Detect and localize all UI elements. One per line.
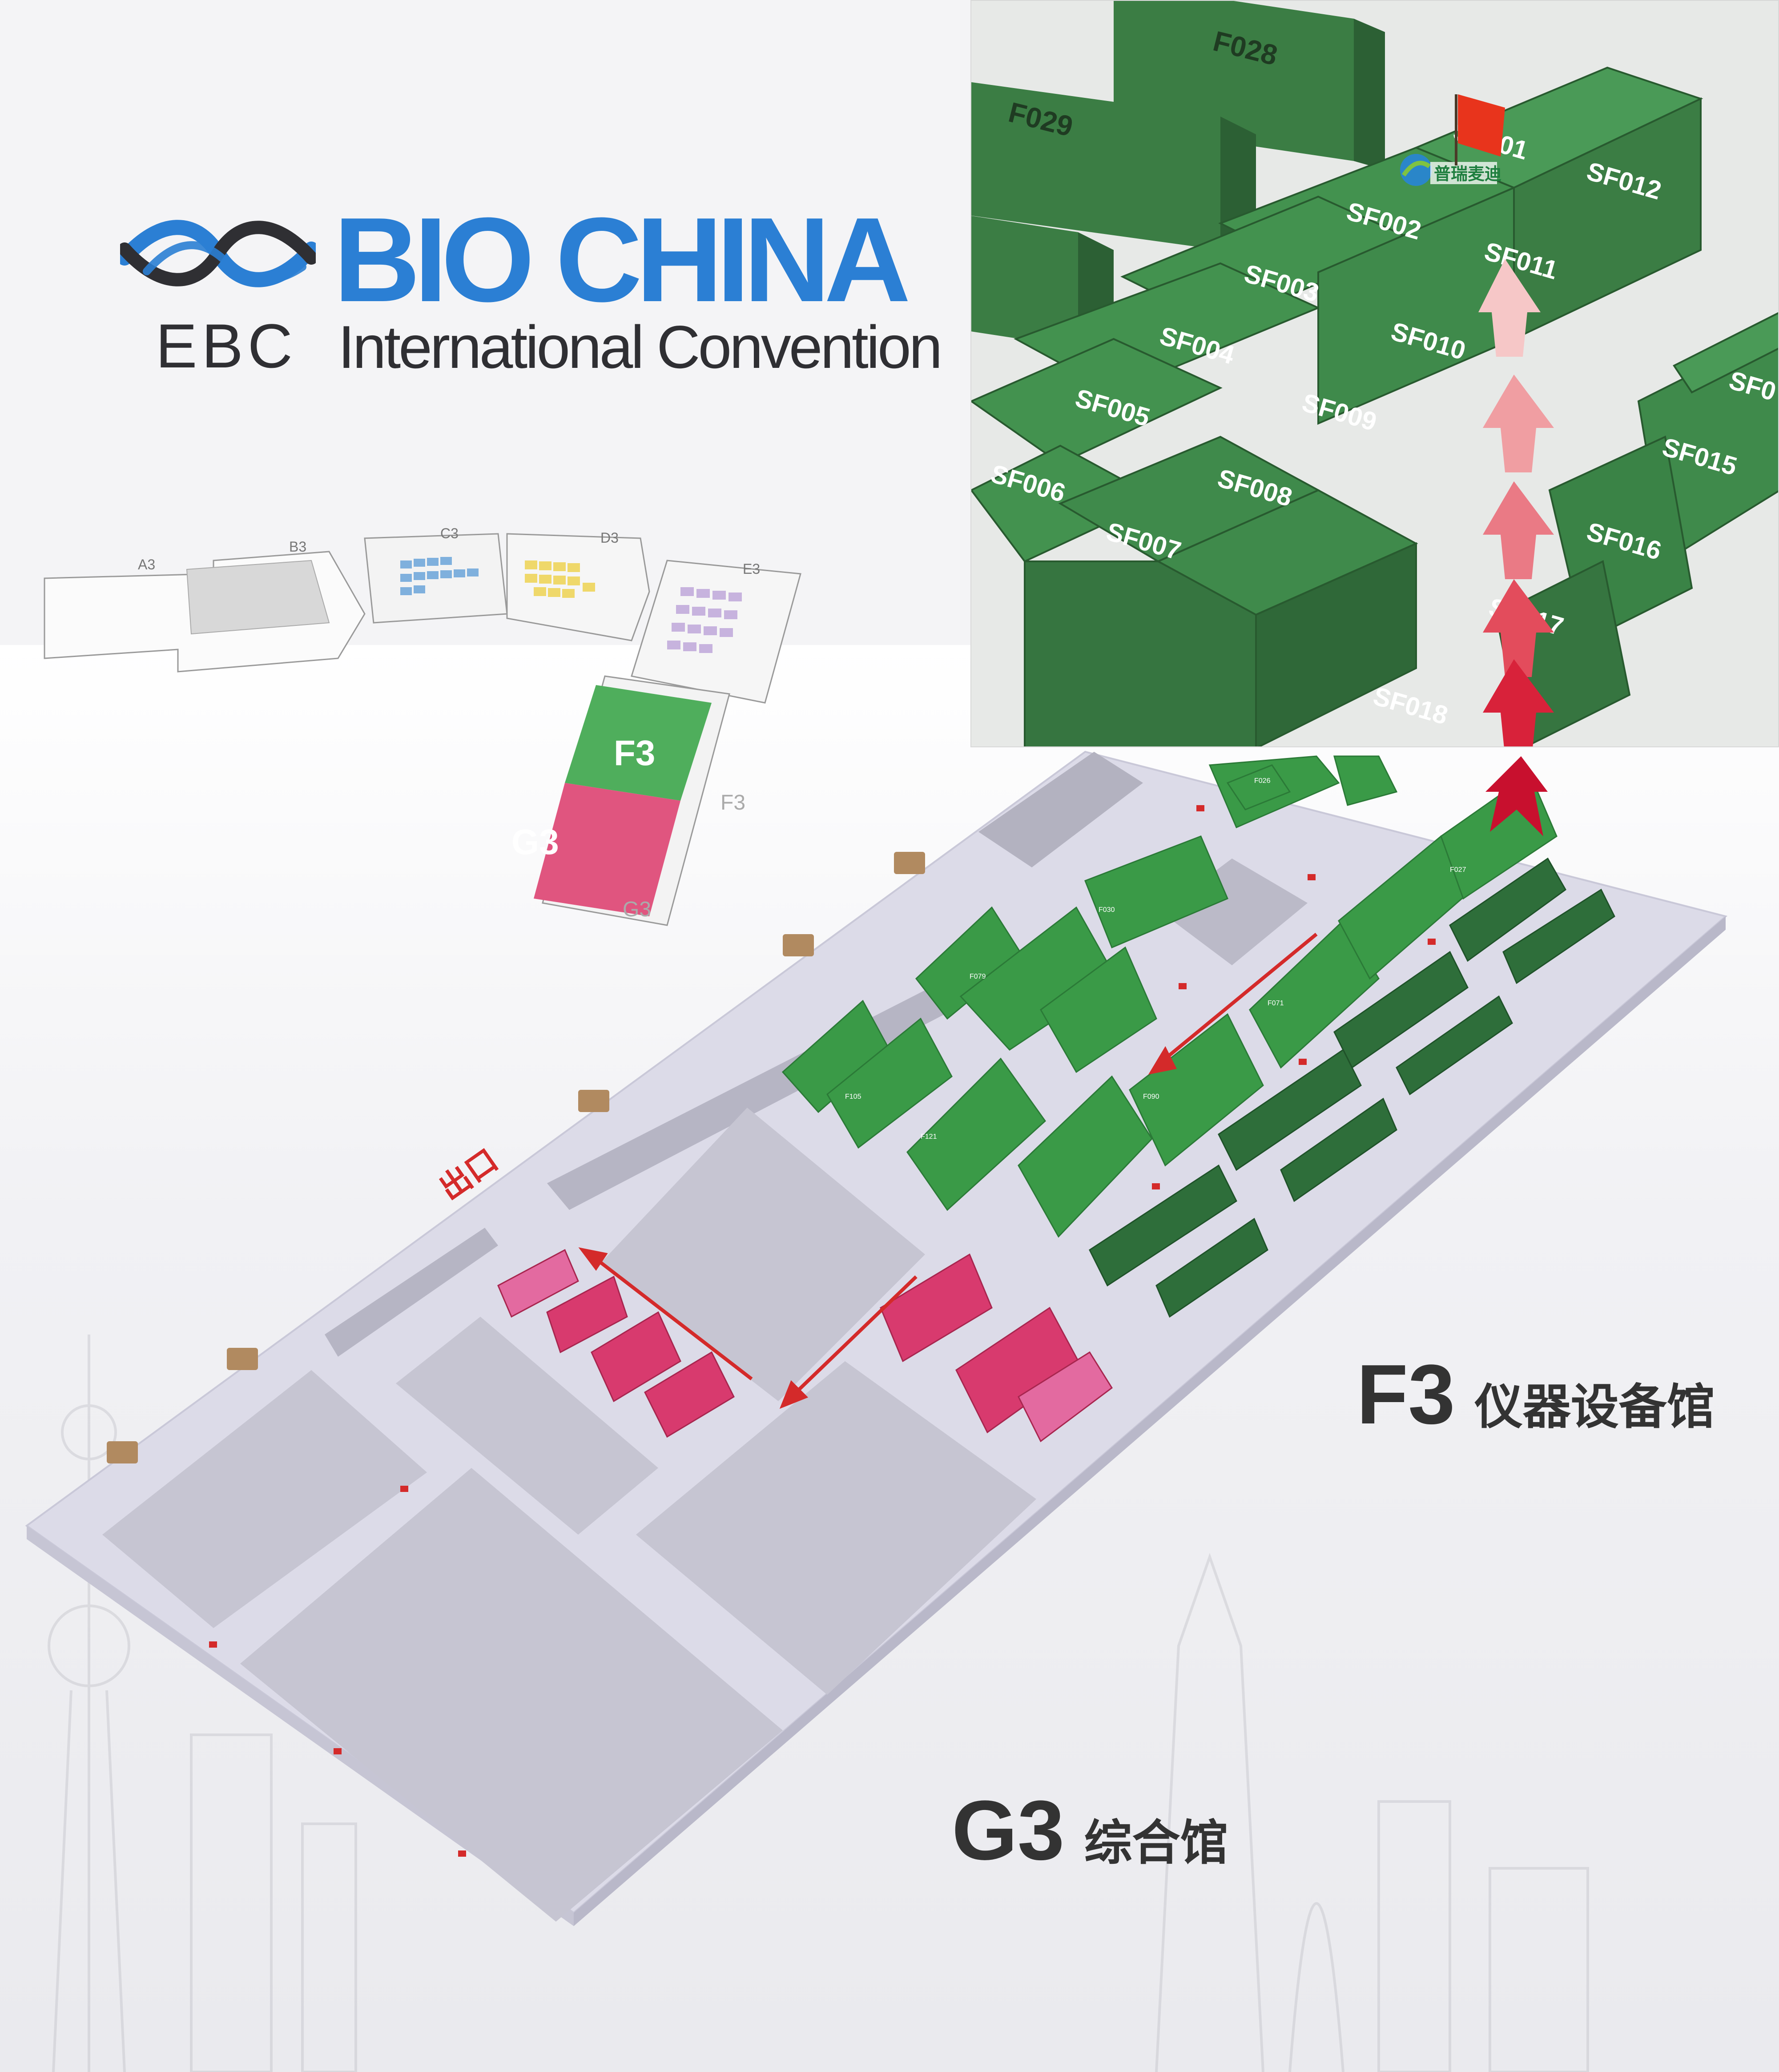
logo-abbr-text: EBC bbox=[156, 311, 297, 381]
exhibitor-logo-text: 普瑞麦迪 bbox=[1434, 165, 1501, 184]
g3-booths bbox=[497, 1249, 1113, 1443]
hall-floor-edge bbox=[27, 1526, 574, 1926]
svg-text:F121: F121 bbox=[921, 1133, 937, 1141]
hall-c3-booths bbox=[400, 557, 479, 595]
label-b3: B3 bbox=[289, 539, 306, 555]
label-g3-outside: G3 bbox=[623, 898, 651, 921]
bio-china-logo: BIO CHINA EBC International Convention bbox=[116, 200, 961, 387]
hall-floor-edge-right bbox=[574, 916, 1726, 1926]
hall-g3-name: 综合馆 bbox=[1084, 1815, 1228, 1871]
logo-brand-text: BIO CHINA bbox=[334, 193, 911, 327]
label-d3: D3 bbox=[600, 530, 619, 546]
route-arrow-chain bbox=[1478, 259, 1554, 746]
hall-f3-highlight bbox=[565, 685, 712, 801]
label-g3-inside: G3 bbox=[511, 822, 559, 862]
dna-helix-icon bbox=[120, 220, 316, 287]
label-f3-outside: F3 bbox=[720, 791, 745, 814]
svg-text:F027: F027 bbox=[1450, 866, 1466, 874]
f3-booth-labels: F030 F026 F027 F079 F105 F121 F090 F071 bbox=[845, 777, 1466, 1141]
exhibitor-marker: 普瑞麦迪 bbox=[1400, 94, 1505, 186]
hall-d3-outline bbox=[506, 533, 650, 641]
hall-f3-code: F3 bbox=[1356, 1347, 1455, 1442]
hall-g3-highlight bbox=[534, 783, 680, 916]
location-markers bbox=[209, 805, 1436, 1857]
inset-map: F028 F029 SF001 SF002 SF003 SF004 SF005 … bbox=[971, 1, 1778, 746]
svg-text:F105: F105 bbox=[845, 1093, 861, 1100]
restroom-icons bbox=[107, 852, 925, 1463]
hall-f3-name: 仪器设备馆 bbox=[1474, 1379, 1715, 1435]
booth-zoom-inset: F028 F029 SF001 SF002 SF003 SF004 SF005 … bbox=[970, 0, 1779, 747]
hall-d3-booths bbox=[525, 560, 595, 598]
red-flag-icon bbox=[1458, 94, 1505, 157]
label-e3: E3 bbox=[743, 561, 760, 577]
start-arrow-icon bbox=[1485, 756, 1548, 836]
f3-dark-booths bbox=[1089, 857, 1615, 1318]
hall-b3-floor bbox=[186, 560, 330, 635]
svg-text:F026: F026 bbox=[1254, 777, 1271, 785]
label-c3: C3 bbox=[440, 525, 459, 541]
label-f3-inside: F3 bbox=[614, 733, 655, 773]
f3-booths bbox=[781, 755, 1558, 1238]
svg-text:F079: F079 bbox=[970, 973, 986, 980]
skyline-watermark bbox=[48, 1334, 1589, 2072]
svg-text:F071: F071 bbox=[1268, 1000, 1284, 1007]
hall-g3-code: G3 bbox=[952, 1783, 1065, 1878]
main-floor-map: 出口 F030 F026 F027 F079 F105 F121 bbox=[25, 750, 1728, 1926]
route-arrows bbox=[578, 932, 1318, 1409]
svg-text:F030: F030 bbox=[1099, 906, 1115, 914]
logo-subtitle-text: International Convention bbox=[338, 313, 942, 381]
label-a3: A3 bbox=[138, 556, 155, 572]
hall-e3-booths bbox=[667, 587, 742, 653]
svg-text:F090: F090 bbox=[1143, 1093, 1159, 1100]
overview-map: A3 B3 C3 D3 E3 F3 G3 F3 G3 bbox=[44, 525, 801, 926]
